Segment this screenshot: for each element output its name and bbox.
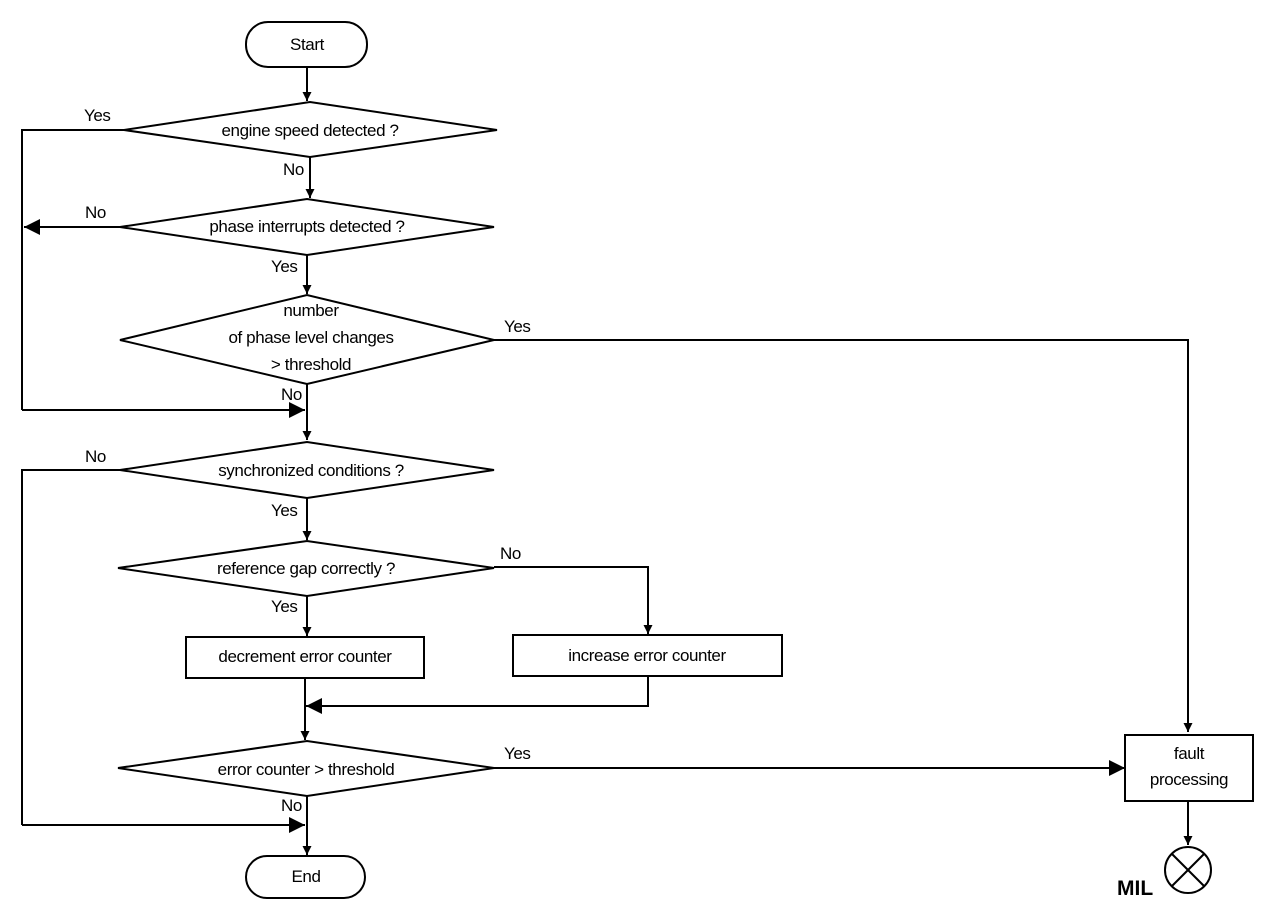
- label-error-counter-yes: Yes: [504, 744, 531, 763]
- edge-labels: Yes No No Yes Yes No No Yes No Yes Yes N…: [84, 106, 531, 815]
- process-decrement: decrement error counter: [185, 636, 425, 679]
- label-synchronized-yes: Yes: [271, 501, 298, 520]
- mil-lamp-icon: [1164, 846, 1212, 894]
- decision-reference-gap-label: reference gap correctly ?: [217, 559, 395, 578]
- connectors: [21, 67, 1193, 855]
- decision-synchronized: synchronized conditions ?: [119, 440, 495, 500]
- decision-synchronized-label: synchronized conditions ?: [218, 461, 404, 480]
- connector-engine-speed-yes: [21, 129, 124, 410]
- connector-reference-gap-no: [494, 566, 653, 634]
- decision-reference-gap: reference gap correctly ?: [117, 539, 495, 598]
- decision-error-counter-label: error counter > threshold: [218, 760, 395, 779]
- decision-engine-speed: engine speed detected ?: [123, 100, 498, 159]
- label-reference-gap-yes: Yes: [271, 597, 298, 616]
- label-engine-speed-yes: Yes: [84, 106, 111, 125]
- process-increase-label: increase error counter: [568, 646, 726, 665]
- label-phase-changes-no: No: [281, 385, 302, 404]
- start-label: Start: [290, 35, 325, 54]
- connector-synchronized-no: [21, 469, 120, 825]
- label-reference-gap-no: No: [500, 544, 521, 563]
- end-label: End: [291, 867, 320, 886]
- connector-phase-changes-yes: [494, 339, 1193, 732]
- decision-phase-level-changes: number of phase level changes > threshol…: [119, 293, 495, 386]
- decision-phase-interrupts: phase interrupts detected ?: [119, 197, 495, 257]
- mil-label: MIL: [1117, 877, 1153, 900]
- label-phase-changes-yes: Yes: [504, 317, 531, 336]
- decision-phase-interrupts-label: phase interrupts detected ?: [209, 217, 404, 236]
- fault-processing-line-1: fault: [1174, 744, 1205, 763]
- label-synchronized-no: No: [85, 447, 106, 466]
- label-phase-interrupts-yes: Yes: [271, 257, 298, 276]
- start-terminal: Start: [245, 21, 368, 68]
- label-engine-speed-no: No: [283, 160, 304, 179]
- end-terminal: End: [245, 855, 366, 899]
- decision-phase-level-changes-line-2: of phase level changes: [228, 328, 393, 347]
- fault-processing-line-2: processing: [1150, 770, 1228, 789]
- decision-error-counter: error counter > threshold: [117, 739, 495, 798]
- process-decrement-label: decrement error counter: [218, 647, 392, 666]
- decision-engine-speed-label: engine speed detected ?: [221, 121, 398, 140]
- decision-phase-level-changes-line-3: > threshold: [271, 355, 351, 374]
- process-increase: increase error counter: [512, 634, 783, 677]
- connector-increase-return: [306, 676, 649, 714]
- label-phase-interrupts-no: No: [85, 203, 106, 222]
- label-error-counter-no: No: [281, 796, 302, 815]
- decision-phase-level-changes-line-1: number: [283, 301, 339, 320]
- process-fault-processing: fault processing: [1124, 734, 1254, 802]
